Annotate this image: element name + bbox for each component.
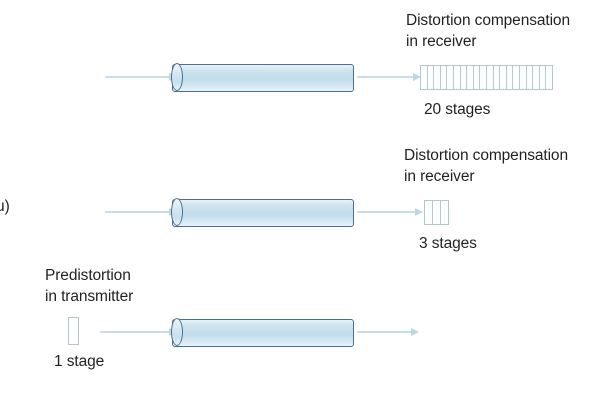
stage-cell	[425, 201, 433, 224]
row-3-stages-input-arrow	[105, 207, 177, 217]
row-1-stage-output-arrow	[357, 327, 419, 337]
stage-cell	[421, 66, 428, 89]
stage-cell	[441, 201, 448, 224]
stage-cell	[69, 318, 78, 344]
arrow-shaft	[357, 331, 412, 333]
row-3-stages-block	[424, 200, 449, 225]
stage-cell	[539, 66, 547, 89]
stage-cell	[526, 66, 534, 89]
stage-cell	[440, 66, 448, 89]
arrow-shaft	[100, 331, 170, 333]
row-1-stage-block	[68, 317, 79, 345]
arrow-shaft	[105, 211, 170, 213]
row-3-stages-caption: 3 stages	[419, 235, 477, 252]
arrow-head	[413, 72, 421, 81]
row-20-stages-fiber	[171, 63, 354, 92]
stage-cell	[473, 66, 481, 89]
stage-cell	[433, 201, 441, 224]
row-3-stages-heading-line1: Distortion compensation	[404, 147, 568, 164]
stage-cell	[447, 66, 454, 89]
arrow-head	[415, 207, 423, 216]
row-3-stages-fiber	[171, 198, 354, 227]
arrow-shaft	[357, 211, 416, 213]
row-1-stage-heading-line2: in transmitter	[45, 288, 134, 305]
row-1-stage-fiber	[171, 318, 354, 347]
arrow-shaft	[105, 76, 170, 78]
row-20-stages-output-arrow	[357, 72, 421, 82]
row-1-stage-heading-line1: Predistortion	[45, 267, 131, 284]
stage-cell	[546, 66, 552, 89]
row-3-stages-output-arrow	[357, 207, 423, 217]
edge-clipped-label: u)	[0, 198, 10, 215]
stage-cell	[506, 66, 514, 89]
stage-cell	[460, 66, 468, 89]
row-1-stage-caption: 1 stage	[54, 353, 105, 370]
row-20-stages-heading-line1: Distortion compensation	[406, 12, 570, 29]
row-20-stages-caption: 20 stages	[424, 101, 491, 118]
row-1-stage-input-arrow	[100, 327, 177, 337]
stage-cell	[427, 66, 435, 89]
arrow-head	[411, 327, 419, 336]
row-20-stages-heading-line2: in receiver	[406, 33, 477, 50]
row-3-stages-heading-line2: in receiver	[404, 168, 475, 185]
stage-cell	[453, 66, 461, 89]
stage-cell	[513, 66, 520, 89]
stage-cell	[533, 66, 540, 89]
stage-cell	[480, 66, 487, 89]
arrow-shaft	[357, 76, 414, 78]
row-20-stages-input-arrow	[105, 72, 177, 82]
row-20-stages-block	[420, 65, 553, 90]
stage-cell	[493, 66, 501, 89]
stage-cell	[467, 66, 474, 89]
stage-cell	[486, 66, 494, 89]
stage-cell	[519, 66, 527, 89]
stage-cell	[500, 66, 507, 89]
stage-cell	[434, 66, 441, 89]
